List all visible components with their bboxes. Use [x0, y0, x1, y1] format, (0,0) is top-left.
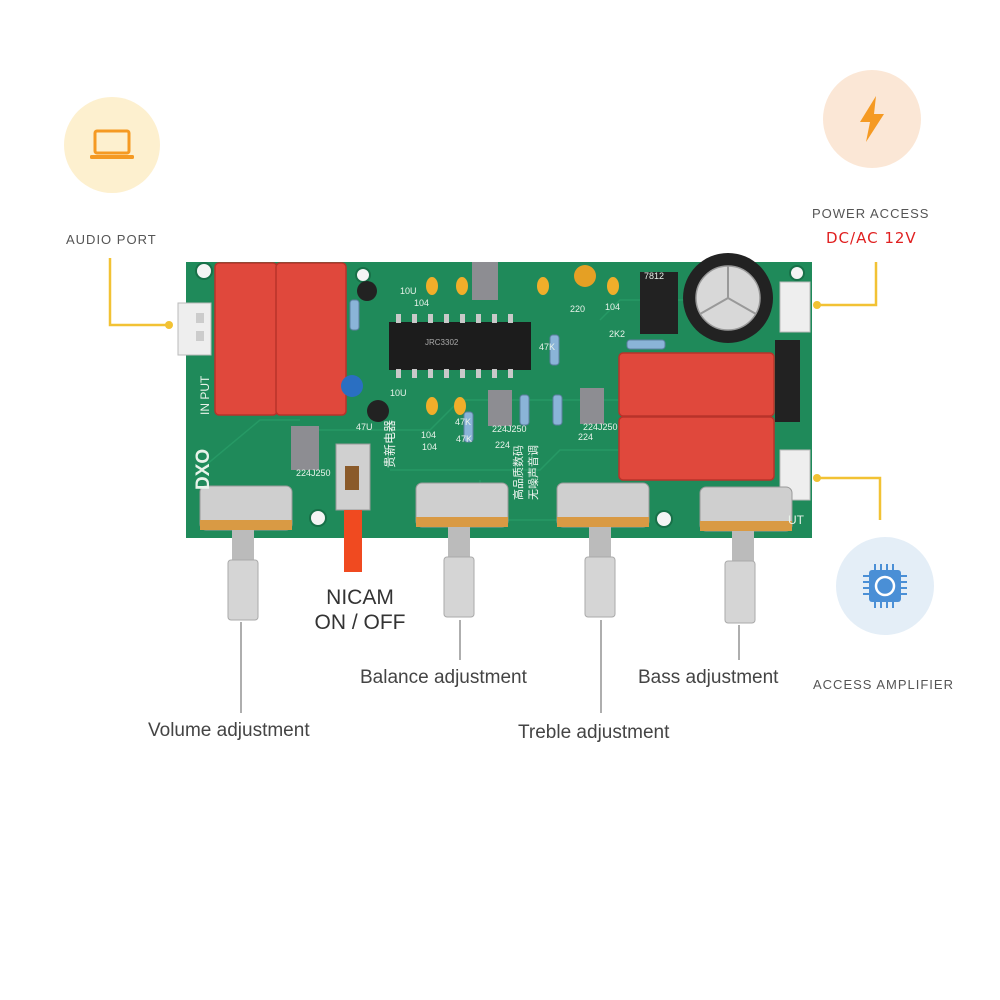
balance-knob — [415, 482, 509, 618]
board-brand-silk: 贵新电器 — [382, 420, 397, 468]
lightning-bolt-icon — [860, 96, 884, 142]
volume-knob — [199, 485, 293, 621]
nicam-switch-button — [344, 510, 362, 572]
laptop-icon — [90, 129, 134, 159]
component-label: 104 — [421, 430, 436, 440]
amplifier-connector-dot — [813, 474, 821, 482]
component-label: 104 — [422, 442, 437, 452]
input-silk-label: IN PUT — [198, 375, 212, 415]
component-label: 2K2 — [609, 329, 625, 339]
amplifier-icon-circle — [836, 537, 934, 635]
amplifier-connector-line — [818, 476, 882, 520]
bass-knob — [699, 486, 793, 624]
nicam-label-line2: ON / OFF — [314, 611, 406, 634]
nicam-label-line1: NICAM — [326, 586, 394, 609]
component-label: 7812 — [644, 271, 664, 281]
component-label: 224J250 — [492, 424, 527, 434]
input-connector — [177, 302, 212, 356]
component-labels: 10U 104 104 10U 47U 104 47K 47K 224 220 … — [296, 271, 664, 478]
audio-port-connector-dot — [165, 321, 173, 329]
audio-port-connector-line — [108, 258, 168, 327]
access-amplifier-label: ACCESS AMPLIFIER — [813, 677, 954, 692]
component-label: 224 — [578, 432, 593, 442]
chip-icon — [863, 564, 907, 608]
capacitor-red — [618, 352, 775, 417]
board-tone-silk: 无噪声音调 — [526, 445, 540, 500]
output-silk-label: UT — [788, 513, 805, 527]
audio-port-label: AUDIO PORT — [66, 232, 157, 247]
component-label: 220 — [570, 304, 585, 314]
treble-adjustment-label: Treble adjustment — [518, 722, 670, 743]
capacitor-red — [275, 262, 347, 416]
heat-sink — [775, 340, 800, 422]
power-spec-label: DC/AC 12V — [826, 229, 917, 247]
chip-label: JRC3302 — [425, 338, 459, 347]
component-label: 47K — [456, 434, 472, 444]
power-connector-dot — [813, 301, 821, 309]
board-quality-silk: 高品质数码 — [511, 445, 525, 500]
power-connector — [779, 281, 811, 333]
nicam-label: NICAM ON / OFF — [300, 585, 420, 635]
component-label: 10U — [390, 388, 407, 398]
audio-port-icon-circle — [64, 97, 160, 193]
logo-silk-label: DXO — [193, 449, 214, 490]
component-label: 224J250 — [583, 422, 618, 432]
capacitor-red — [618, 416, 775, 481]
power-icon-circle — [823, 70, 921, 168]
balance-adjustment-label: Balance adjustment — [360, 667, 527, 688]
component-label: 104 — [414, 298, 429, 308]
power-access-label: POWER ACCESS — [812, 206, 930, 221]
treble-knob — [556, 482, 650, 618]
capacitor-red — [214, 262, 278, 416]
ic-chip — [389, 322, 531, 370]
component-label: 47K — [539, 342, 555, 352]
component-label: 224J250 — [296, 468, 331, 478]
component-label: 224 — [495, 440, 510, 450]
regulator — [640, 272, 678, 334]
component-label: 47K — [455, 417, 471, 427]
component-label: 10U — [400, 286, 417, 296]
component-label: 104 — [605, 302, 620, 312]
power-connector-line — [818, 262, 878, 307]
component-label: 47U — [356, 422, 373, 432]
bass-adjustment-label: Bass adjustment — [638, 667, 779, 688]
volume-adjustment-label: Volume adjustment — [148, 720, 310, 741]
